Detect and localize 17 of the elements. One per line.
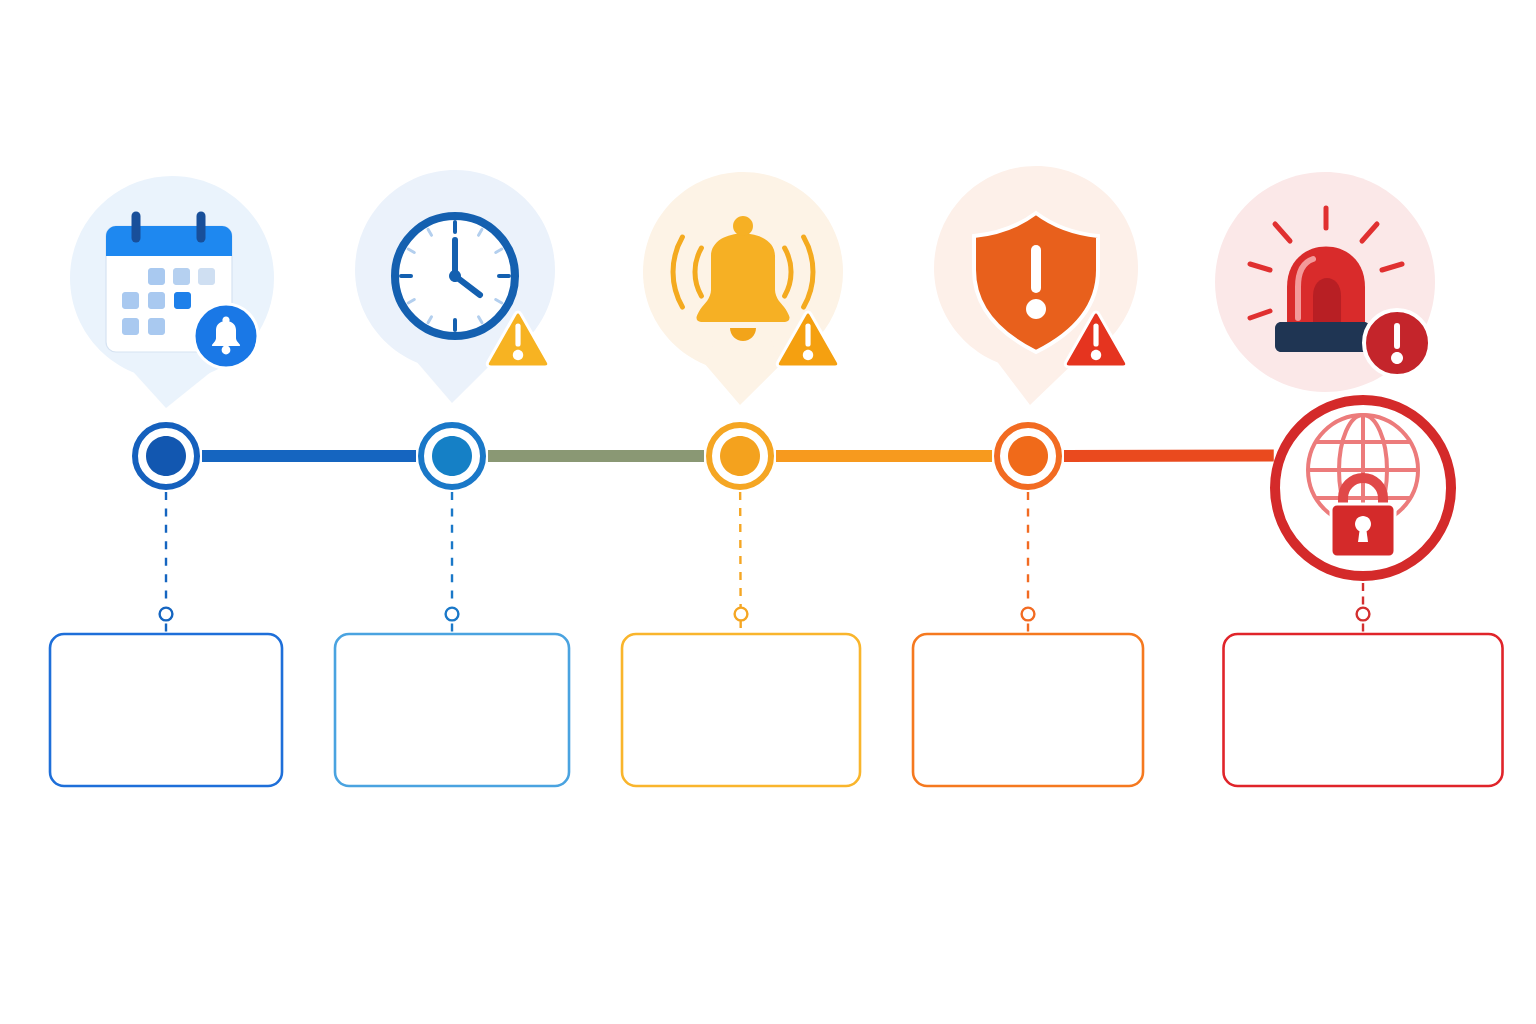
timeline-line [776,450,992,462]
dashed-connector [1361,583,1365,633]
empty-box [333,632,571,788]
timeline-line [202,450,416,462]
empty-box [911,632,1145,788]
dashed-connector [1026,492,1030,633]
dashed-connector [164,492,168,633]
timeline-line [1064,449,1274,462]
timeline-marker [132,422,200,490]
timeline-line [488,450,704,462]
empty-box [48,632,284,788]
timeline-marker [706,422,774,490]
timeline-marker [994,422,1062,490]
dashed-connector [450,492,454,633]
timeline-marker [418,422,486,490]
empty-box [620,632,862,788]
empty-box [1222,632,1504,788]
